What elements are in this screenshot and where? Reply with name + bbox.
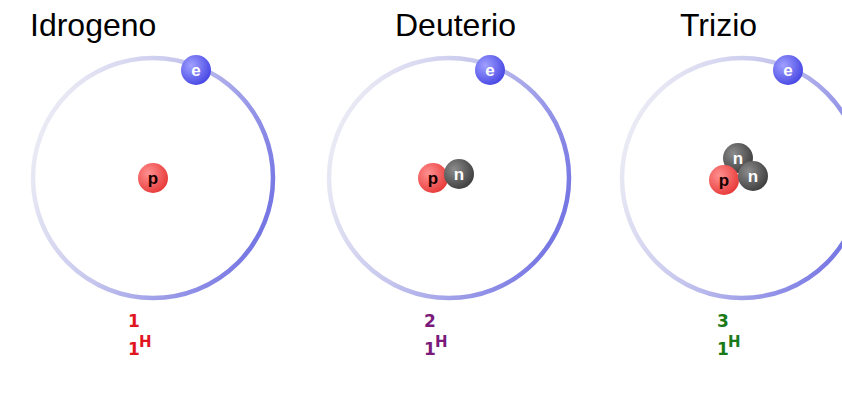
isotope-name: Deuterio	[395, 8, 516, 43]
electron: e	[773, 55, 803, 85]
atom: Trizioepnn	[617, 8, 842, 308]
isotope-name: Idrogeno	[30, 8, 156, 43]
electron: e	[181, 55, 211, 85]
proton: p	[709, 165, 739, 195]
element-symbol: H	[139, 335, 152, 350]
atomic-number: 1	[717, 341, 729, 358]
neutron: n	[444, 159, 474, 189]
electron: e	[475, 55, 505, 85]
particle-letter: p	[148, 170, 158, 187]
particle-letter: n	[748, 168, 758, 185]
neutron: n	[738, 161, 768, 191]
proton: p	[418, 163, 448, 193]
orbit	[33, 58, 273, 298]
orbit	[622, 58, 842, 298]
particle-letter: p	[719, 172, 729, 189]
particle-letter: e	[191, 62, 200, 79]
atom: Idrogeno e p	[28, 8, 278, 308]
element-symbol: H	[435, 335, 448, 350]
particle-letter: e	[485, 62, 494, 79]
atomic-number: 1	[128, 341, 140, 358]
particle-letter: e	[783, 62, 792, 79]
mass-number: 3	[717, 313, 729, 330]
particle-letter: n	[454, 166, 464, 183]
atomic-number: 1	[424, 341, 436, 358]
particle-letter: n	[733, 150, 743, 167]
isotope-name: Trizio	[680, 8, 757, 43]
mass-number: 2	[424, 313, 436, 330]
particle-letter: p	[428, 170, 438, 187]
mass-number: 1	[128, 313, 140, 330]
element-symbol: H	[728, 335, 741, 350]
atom: Deuterio e pn	[324, 8, 574, 308]
orbit	[329, 58, 569, 298]
proton: p	[138, 163, 168, 193]
